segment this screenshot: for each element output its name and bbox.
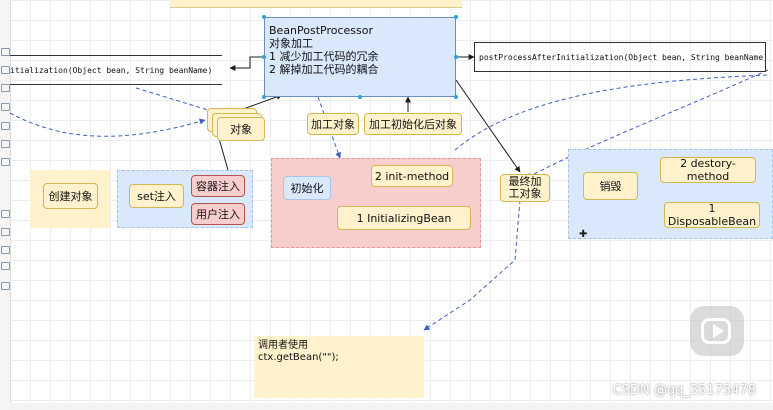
user-inject-node[interactable]: 用户注入 [191, 203, 245, 225]
dashed-before-to-object [135, 87, 209, 111]
caller-box[interactable]: 调用者使用 ctx.getBean(""); [254, 336, 424, 398]
selection-handle[interactable] [262, 55, 266, 59]
container-inject-label: 容器注入 [196, 180, 240, 193]
init-label: 初始化 [290, 182, 324, 195]
init-method-node[interactable]: 2 init-method [371, 165, 453, 187]
bpp-line3: 2 解掉加工代码的耦合 [269, 63, 379, 76]
dashed-object-curve [9, 112, 206, 137]
process-object-node[interactable]: 加工对象 [307, 113, 359, 135]
after-init-object-node[interactable]: 加工初始化后对象 [364, 113, 462, 135]
bpp-line1: 对象加工 [269, 37, 313, 50]
dashed-init-to-after [454, 74, 769, 151]
left-toolbar [0, 0, 11, 410]
dashed-after-curve [525, 69, 769, 179]
init-method-label: 2 init-method [374, 169, 450, 183]
arrow-bpp-to-final [455, 79, 521, 173]
container-inject-node[interactable]: 容器注入 [191, 175, 245, 197]
selection-handle[interactable] [262, 95, 266, 99]
after-init-object-label: 加工初始化后对象 [369, 118, 457, 131]
create-object-node[interactable]: 创建对象 [43, 183, 98, 209]
set-inject-node[interactable]: set注入 [129, 184, 184, 208]
before-initialization-code: itialization(Object bean, String beanNam… [10, 65, 213, 75]
process-object-label: 加工对象 [311, 118, 355, 131]
object-label: 对象 [230, 123, 252, 136]
object-node[interactable]: 对象 [217, 117, 265, 141]
selection-handle[interactable] [358, 95, 362, 99]
bpp-line2: 1 减少加工代码的冗余 [269, 50, 379, 63]
selection-handle[interactable] [454, 95, 458, 99]
initializing-bean-label: 1 InitializingBean [356, 211, 452, 225]
selection-handle[interactable] [454, 15, 458, 19]
cursor-crosshair-icon: ✚ [579, 229, 588, 240]
bottom-scrollbar[interactable] [10, 403, 773, 410]
after-initialization-box[interactable]: postProcessAfterInitialization(Object be… [474, 42, 766, 72]
play-icon[interactable] [690, 306, 744, 356]
caller-line1: 调用者使用 [258, 340, 308, 351]
destroy-method-label: 2 destory-method [680, 157, 736, 183]
init-node[interactable]: 初始化 [283, 176, 331, 200]
final-object-label: 最终加工对象 [508, 175, 542, 200]
watermark: CSDN @qq_35175478 [612, 383, 756, 398]
set-inject-label: set注入 [137, 190, 176, 203]
before-initialization-box[interactable]: itialization(Object bean, String beanNam… [10, 55, 222, 85]
disposable-bean-label: 1 DisposableBean [667, 202, 757, 228]
dashed-bpp-to-process [317, 96, 341, 159]
bpp-title: BeanPostProcessor [269, 24, 374, 37]
after-initialization-code: postProcessAfterInitialization(Object be… [479, 52, 766, 62]
destroy-label: 销毁 [599, 180, 622, 193]
initializing-bean-node[interactable]: 1 InitializingBean [337, 206, 471, 230]
dashed-final-to-caller [423, 199, 521, 331]
selection-handle[interactable] [454, 55, 458, 59]
selection-handle[interactable] [262, 15, 266, 19]
destroy-node[interactable]: 销毁 [583, 172, 638, 200]
arrow-bpp-to-before [229, 56, 264, 71]
destroy-method-node[interactable]: 2 destory-method [660, 157, 756, 183]
caller-line2: ctx.getBean(""); [258, 352, 339, 363]
create-object-label: 创建对象 [48, 190, 93, 203]
top-box-edge [170, 0, 462, 8]
user-inject-label: 用户注入 [196, 208, 240, 221]
disposable-bean-node[interactable]: 1 DisposableBean [664, 202, 760, 228]
final-object-node[interactable]: 最终加工对象 [500, 174, 550, 202]
bean-post-processor-box[interactable]: BeanPostProcessor 对象加工 1 减少加工代码的冗余 2 解掉加… [264, 17, 456, 97]
